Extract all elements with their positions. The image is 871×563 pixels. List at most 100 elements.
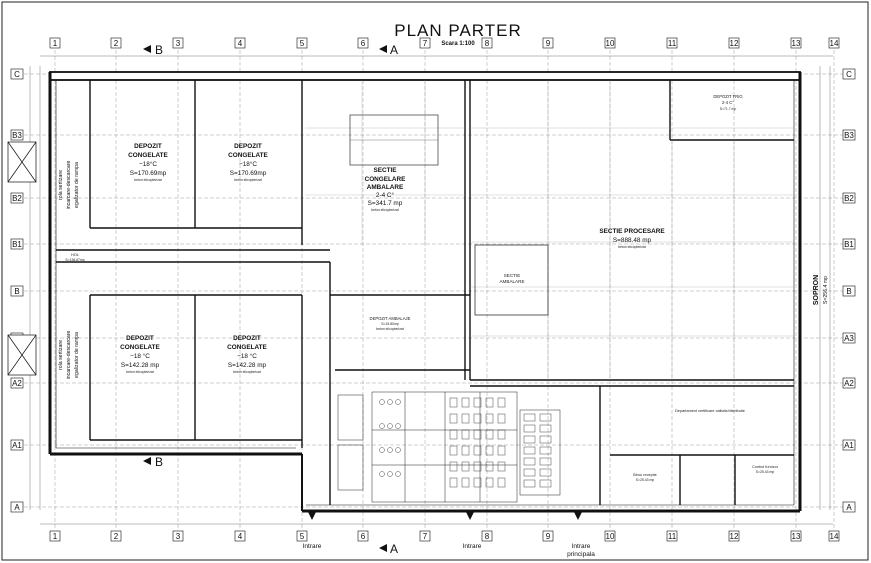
room-birou: Birou receptie S=25.43 mp bbox=[633, 473, 656, 482]
section-mark-b-bottom: B bbox=[155, 455, 163, 469]
axis-letter-A1-left: A1 bbox=[10, 439, 24, 451]
svg-text:5: 5 bbox=[300, 39, 305, 48]
svg-text:B3: B3 bbox=[844, 131, 854, 140]
svg-text:3: 3 bbox=[176, 39, 181, 48]
room-control: Control furnizor S=25.43 mp bbox=[752, 465, 779, 474]
svg-text:−18 °C: −18 °C bbox=[237, 352, 257, 360]
section-mark-b-top: B bbox=[155, 43, 163, 57]
axis-letter-A3-right: A3 bbox=[842, 332, 856, 344]
room-depozit-2: DEPOZIT CONGELATE −18°C S=170.69mp beton… bbox=[228, 143, 268, 182]
svg-text:SECTIE: SECTIE bbox=[373, 167, 397, 174]
svg-text:S=142.28 mp: S=142.28 mp bbox=[121, 362, 160, 369]
axis-number-9-bottom: 9 bbox=[542, 530, 554, 542]
axis-number-11-bottom: 11 bbox=[666, 530, 678, 542]
interior-walls bbox=[56, 80, 794, 505]
svg-text:DEPOZIT: DEPOZIT bbox=[233, 335, 261, 342]
svg-text:6: 6 bbox=[361, 39, 366, 48]
dimension-lines bbox=[29, 55, 833, 525]
left-dock-label-2: incarcare-descarcare bbox=[66, 161, 72, 210]
svg-text:beton elicopterizat: beton elicopterizat bbox=[126, 370, 154, 374]
svg-text:14: 14 bbox=[830, 532, 839, 541]
svg-text:5: 5 bbox=[300, 532, 305, 541]
svg-text:A3: A3 bbox=[844, 334, 854, 343]
axis-letter-B2-right: B2 bbox=[842, 192, 856, 204]
axis-letter-A2-left: A2 bbox=[10, 377, 24, 389]
svg-text:CONGELARE: CONGELARE bbox=[365, 176, 407, 183]
room-depozit-3: DEPOZIT CONGELATE −18 °C S=142.28 mp bet… bbox=[120, 335, 160, 374]
svg-text:DEPOZIT FRIG: DEPOZIT FRIG bbox=[713, 94, 742, 99]
axis-letter-B-left: B bbox=[10, 285, 24, 297]
entrance-label-3b: principala bbox=[567, 551, 595, 558]
room-depozit-4: DEPOZIT CONGELATE −18 °C S=142.28 mp bet… bbox=[227, 335, 267, 374]
axis-letter-B1-left: B1 bbox=[10, 238, 24, 250]
plan-scale: Scara 1:100 bbox=[441, 41, 475, 47]
svg-text:S=341.7 mp: S=341.7 mp bbox=[368, 200, 403, 207]
section-mark-a-top: A bbox=[390, 43, 398, 57]
axis-number-13-bottom: 13 bbox=[790, 530, 802, 542]
svg-text:DEPOZIT: DEPOZIT bbox=[234, 143, 262, 150]
svg-text:4: 4 bbox=[238, 532, 243, 541]
axis-number-10-bottom: 10 bbox=[604, 530, 616, 542]
axis-letter-B3-right: B3 bbox=[842, 129, 856, 141]
left-dock-label-4: rola sertizare bbox=[58, 340, 64, 370]
axis-number-1-bottom: 1 bbox=[49, 530, 61, 542]
axis-number-1-top: 1 bbox=[49, 37, 61, 49]
svg-text:8: 8 bbox=[485, 39, 490, 48]
building-walls bbox=[48, 71, 802, 513]
axis-letter-A-left: A bbox=[10, 501, 24, 513]
axis-number-2-bottom: 2 bbox=[110, 530, 122, 542]
room-sectie-procesare: SECTIE PROCESARE S=888.48 mp beton elico… bbox=[599, 228, 665, 249]
svg-text:4: 4 bbox=[238, 39, 243, 48]
svg-text:B2: B2 bbox=[12, 194, 22, 203]
axis-number-11-top: 11 bbox=[666, 37, 678, 49]
utility-area bbox=[337, 391, 561, 503]
svg-text:S=170.69mp: S=170.69mp bbox=[230, 170, 267, 177]
room-depozit-frig: DEPOZIT FRIG 2-4 C° S=71.7 mp bbox=[713, 94, 742, 111]
room-hol: HOL S=136.67mp bbox=[65, 253, 84, 262]
svg-text:13: 13 bbox=[792, 39, 801, 48]
axis-number-3-bottom: 3 bbox=[172, 530, 184, 542]
room-sectie-ambalare: SECTIE AMBALARE bbox=[499, 273, 524, 284]
svg-text:C: C bbox=[846, 70, 852, 79]
svg-text:A2: A2 bbox=[12, 379, 22, 388]
svg-text:DEPOZIT: DEPOZIT bbox=[134, 143, 162, 150]
svg-text:B2: B2 bbox=[844, 194, 854, 203]
svg-text:1: 1 bbox=[53, 39, 58, 48]
svg-text:B: B bbox=[14, 287, 19, 296]
svg-text:SECTIE: SECTIE bbox=[504, 273, 521, 278]
svg-text:beton elicopterizat: beton elicopterizat bbox=[618, 245, 646, 249]
svg-text:DEPOZIT: DEPOZIT bbox=[126, 335, 154, 342]
sopron-label: SOPRON bbox=[813, 275, 820, 305]
axis-number-6-bottom: 6 bbox=[357, 530, 369, 542]
svg-text:A: A bbox=[14, 503, 20, 512]
svg-text:3: 3 bbox=[176, 532, 181, 541]
svg-text:Control furnizor: Control furnizor bbox=[752, 465, 779, 469]
axis-number-14-bottom: 14 bbox=[828, 530, 840, 542]
svg-text:C: C bbox=[14, 70, 20, 79]
axis-number-5-top: 5 bbox=[296, 37, 308, 49]
svg-text:14: 14 bbox=[830, 39, 839, 48]
axis-letter-A1-right: A1 bbox=[842, 439, 856, 451]
left-dock-label-3: egalizator de rampa bbox=[74, 162, 80, 208]
svg-text:A1: A1 bbox=[844, 441, 854, 450]
axis-number-13-top: 13 bbox=[790, 37, 802, 49]
svg-text:S=142.28 mp: S=142.28 mp bbox=[228, 362, 267, 369]
svg-text:10: 10 bbox=[606, 39, 615, 48]
axis-letter-B3-left: B3 bbox=[10, 129, 24, 141]
svg-text:11: 11 bbox=[668, 532, 677, 541]
svg-text:SECTIE PROCESARE: SECTIE PROCESARE bbox=[599, 228, 665, 235]
axis-number-6-top: 6 bbox=[357, 37, 369, 49]
entrance-label-3a: Intrare bbox=[572, 543, 591, 550]
svg-text:S=170.69mp: S=170.69mp bbox=[130, 170, 167, 177]
axis-letter-A2-right: A2 bbox=[842, 377, 856, 389]
svg-text:AMBALARE: AMBALARE bbox=[367, 184, 404, 191]
axis-letter-A-right: A bbox=[842, 501, 856, 513]
svg-text:7: 7 bbox=[423, 532, 428, 541]
axis-letter-C-right: C bbox=[842, 68, 856, 80]
left-dock-label-5: incarcare-descarcare bbox=[66, 331, 72, 380]
svg-text:S=15.80mp: S=15.80mp bbox=[381, 322, 399, 326]
svg-text:−18°C: −18°C bbox=[239, 160, 257, 168]
svg-text:beton elicopterizat: beton elicopterizat bbox=[233, 370, 261, 374]
hall-grid bbox=[305, 80, 794, 380]
svg-text:beton elicopterizat: beton elicopterizat bbox=[134, 178, 162, 182]
